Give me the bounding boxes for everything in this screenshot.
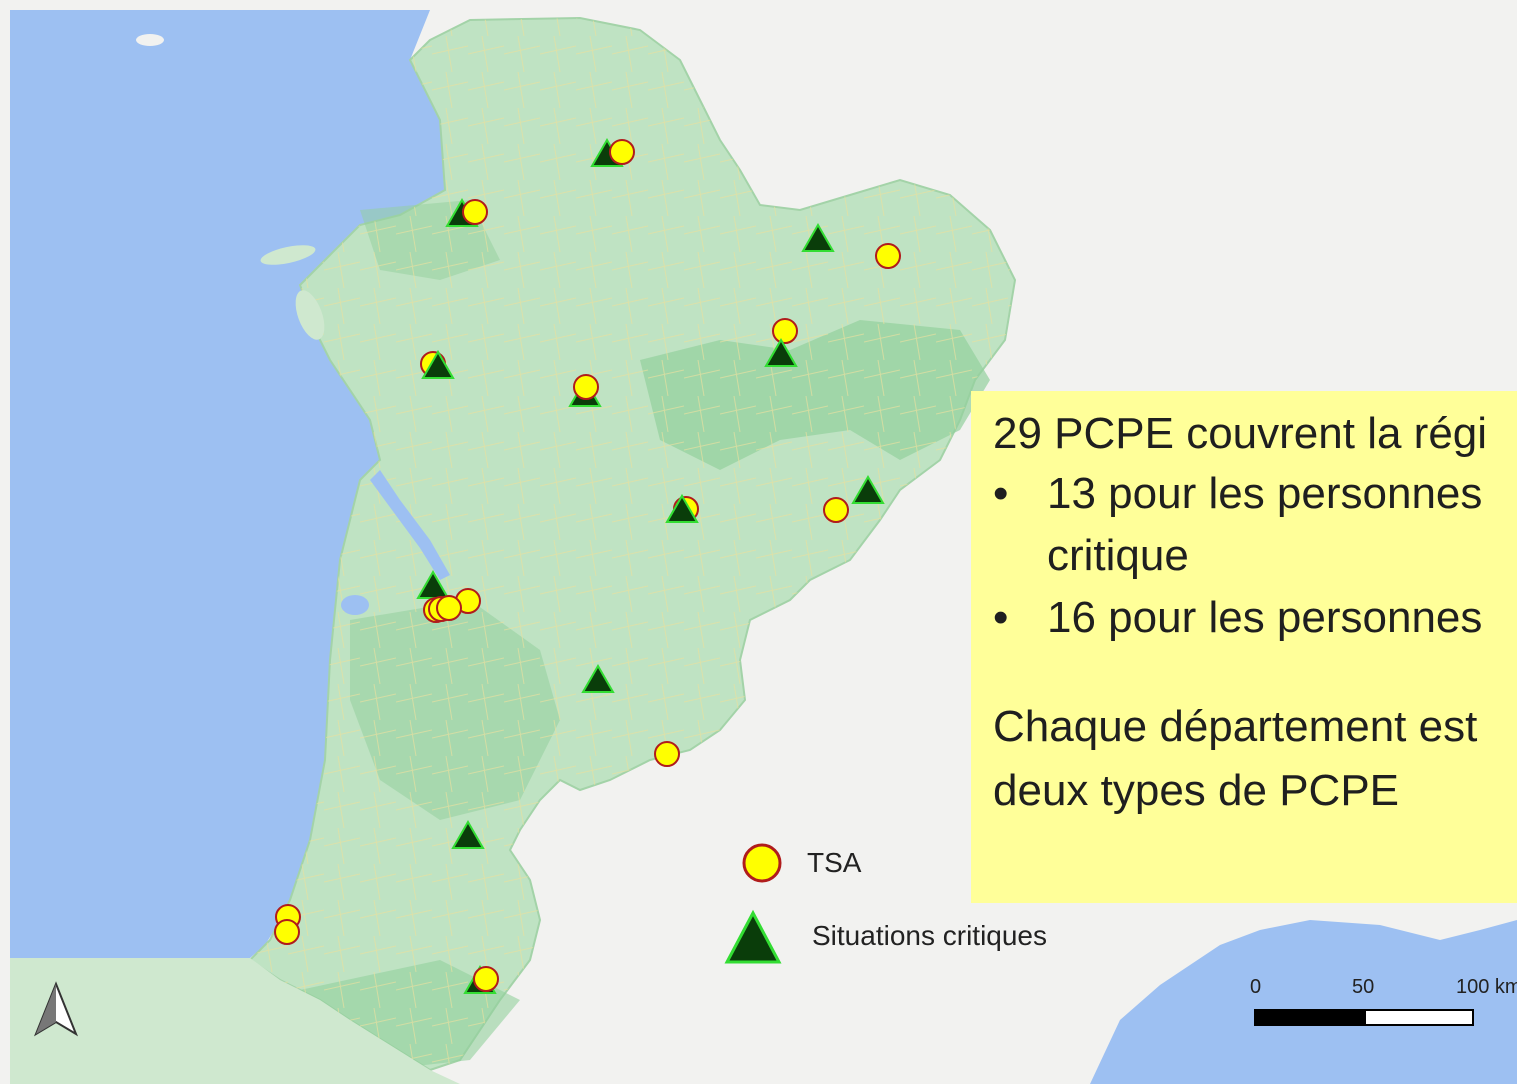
bullet-dot: • [993,469,1009,518]
tsa-marker[interactable] [473,966,499,992]
arcachon-basin [341,595,369,615]
road-network [250,18,1015,1070]
critical-marker[interactable] [421,349,455,379]
mediterranean-sea [1090,920,1517,1084]
scale-label-100km: 100 km [1456,976,1517,998]
legend-tsa-icon [742,843,782,883]
info-box: 29 PCPE couvrent la régi • 13 pour les p… [971,391,1517,903]
legend-critical-icon [724,909,782,964]
tsa-marker[interactable] [772,318,798,344]
tsa-marker[interactable] [462,199,488,225]
info-title: 29 PCPE couvrent la régi [993,409,1488,458]
bullet-line: 13 pour les personnes [1047,469,1483,518]
tsa-marker[interactable] [654,741,680,767]
ile-de-re [260,245,316,265]
critical-marker[interactable] [665,493,699,523]
ile-doleron [295,290,325,340]
info-note: Chaque département est deux types de PCP… [993,702,1478,815]
tsa-marker[interactable] [573,374,599,400]
bullet-item: • 16 pour les personnes [993,587,1517,649]
tsa-marker[interactable] [436,595,462,621]
tsa-marker[interactable] [823,497,849,523]
bullet-item: • 13 pour les personnes critique [993,463,1517,587]
critical-markers-front [421,337,798,523]
bullet-line: critique [1047,531,1189,580]
critical-marker[interactable] [801,222,835,252]
spain-land [10,958,460,1084]
critical-marker[interactable] [764,337,798,367]
north-arrow-icon [33,981,79,1037]
gironde-estuary [370,470,450,580]
tsa-marker[interactable] [609,139,635,165]
atlantic-ocean [10,10,445,958]
ile-dyeu [136,34,164,46]
critical-marker[interactable] [581,663,615,693]
bullet-line: 16 pour les personnes [1047,593,1483,642]
bullet-dot: • [993,593,1009,642]
scale-label-50: 50 [1352,976,1375,998]
legend-tsa-label: TSA [807,847,862,878]
tsa-marker[interactable] [274,919,300,945]
scale-label-0: 0 [1250,976,1262,998]
critical-marker[interactable] [851,474,885,504]
scale-bar [1254,1009,1474,1026]
legend-critical-label: Situations critiques [812,920,1048,951]
tsa-marker[interactable] [875,243,901,269]
critical-marker[interactable] [451,819,485,849]
